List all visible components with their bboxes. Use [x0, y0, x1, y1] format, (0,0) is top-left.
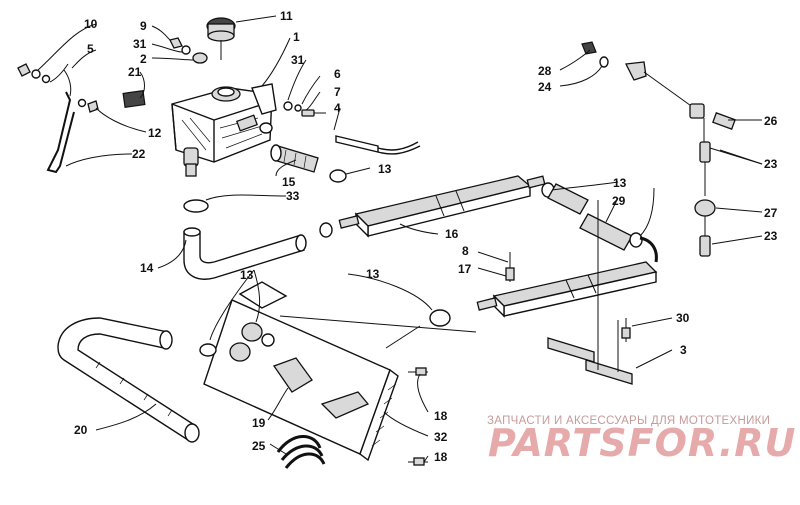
coolant-reservoir	[171, 83, 277, 177]
callout-13-b: 13	[613, 176, 627, 190]
tube-line-2	[385, 325, 421, 349]
hose-clamp	[259, 122, 347, 183]
screws-18	[408, 367, 428, 466]
bleed-fitting	[505, 252, 515, 282]
tube-line	[279, 315, 477, 333]
callout-12: 12	[148, 126, 162, 140]
callout-33: 33	[286, 189, 300, 203]
core-fittings	[199, 322, 275, 362]
label-plate	[122, 89, 146, 109]
hose-19	[272, 357, 313, 393]
hose-clamp-33	[183, 199, 209, 213]
callout-19: 19	[252, 416, 266, 430]
hose-clamp-lower	[429, 309, 451, 327]
callout-8: 8	[462, 244, 469, 258]
callout-26: 26	[764, 114, 778, 128]
callout-24: 24	[538, 80, 552, 94]
callout-25: 25	[252, 439, 266, 453]
vent-hose	[335, 135, 421, 155]
callout-21: 21	[128, 65, 142, 79]
callout-2: 2	[140, 52, 147, 66]
callout-11: 11	[280, 9, 293, 23]
reservoir-cap	[206, 17, 236, 60]
reservoir-bolts	[283, 101, 326, 117]
leader-lines	[37, 15, 763, 463]
callout-18-top: 18	[434, 409, 448, 423]
watermark-tagline: ЗАПЧАСТИ И АКСЕССУАРЫ ДЛЯ МОТОТЕХНИКИ	[487, 415, 770, 427]
callout-7: 7	[334, 85, 341, 99]
bracket-hardware	[17, 63, 99, 113]
callout-10: 10	[84, 17, 98, 31]
clamps-25	[276, 435, 326, 469]
bleeder-assembly	[581, 41, 736, 257]
callout-22: 22	[132, 147, 146, 161]
watermark-logo: PARTSFOR.RU	[488, 421, 796, 465]
callout-23-top: 23	[764, 157, 778, 171]
mounting-rails	[547, 200, 633, 385]
callout-32: 32	[434, 430, 448, 444]
hose-14	[183, 227, 307, 280]
callout-15: 15	[282, 175, 296, 189]
callout-6: 6	[334, 67, 341, 81]
callout-23-bottom: 23	[764, 229, 778, 243]
callout-30: 30	[676, 311, 690, 325]
hose-outlet	[320, 391, 370, 419]
callout-3: 3	[680, 343, 687, 357]
hose-clamp-14	[319, 222, 333, 238]
callout-13-d: 13	[240, 268, 254, 282]
callout-16: 16	[445, 227, 459, 241]
callout-1: 1	[293, 30, 300, 44]
callout-14: 14	[140, 261, 154, 275]
callout-17: 17	[458, 262, 472, 276]
callout-4: 4	[334, 101, 341, 115]
callout-13-a: 13	[378, 162, 392, 176]
support-rod-22	[46, 91, 75, 174]
callout-9: 9	[140, 19, 147, 33]
callout-28: 28	[538, 64, 552, 78]
callout-5: 5	[87, 42, 94, 56]
callout-27: 27	[764, 206, 778, 220]
hose-20	[57, 317, 200, 443]
heat-exchanger-lower	[476, 261, 658, 318]
callout-29: 29	[612, 194, 626, 208]
connector-hoses	[547, 183, 658, 263]
fitting-30	[621, 318, 631, 342]
hose-15	[270, 144, 319, 173]
callout-31-right: 31	[291, 53, 305, 67]
heat-exchanger-16	[338, 175, 546, 238]
callout-31-left: 31	[133, 37, 147, 51]
callout-20: 20	[74, 423, 88, 437]
callout-18-bottom: 18	[434, 450, 448, 464]
reservoir-washers	[169, 37, 208, 64]
callout-13-c: 13	[366, 267, 380, 281]
